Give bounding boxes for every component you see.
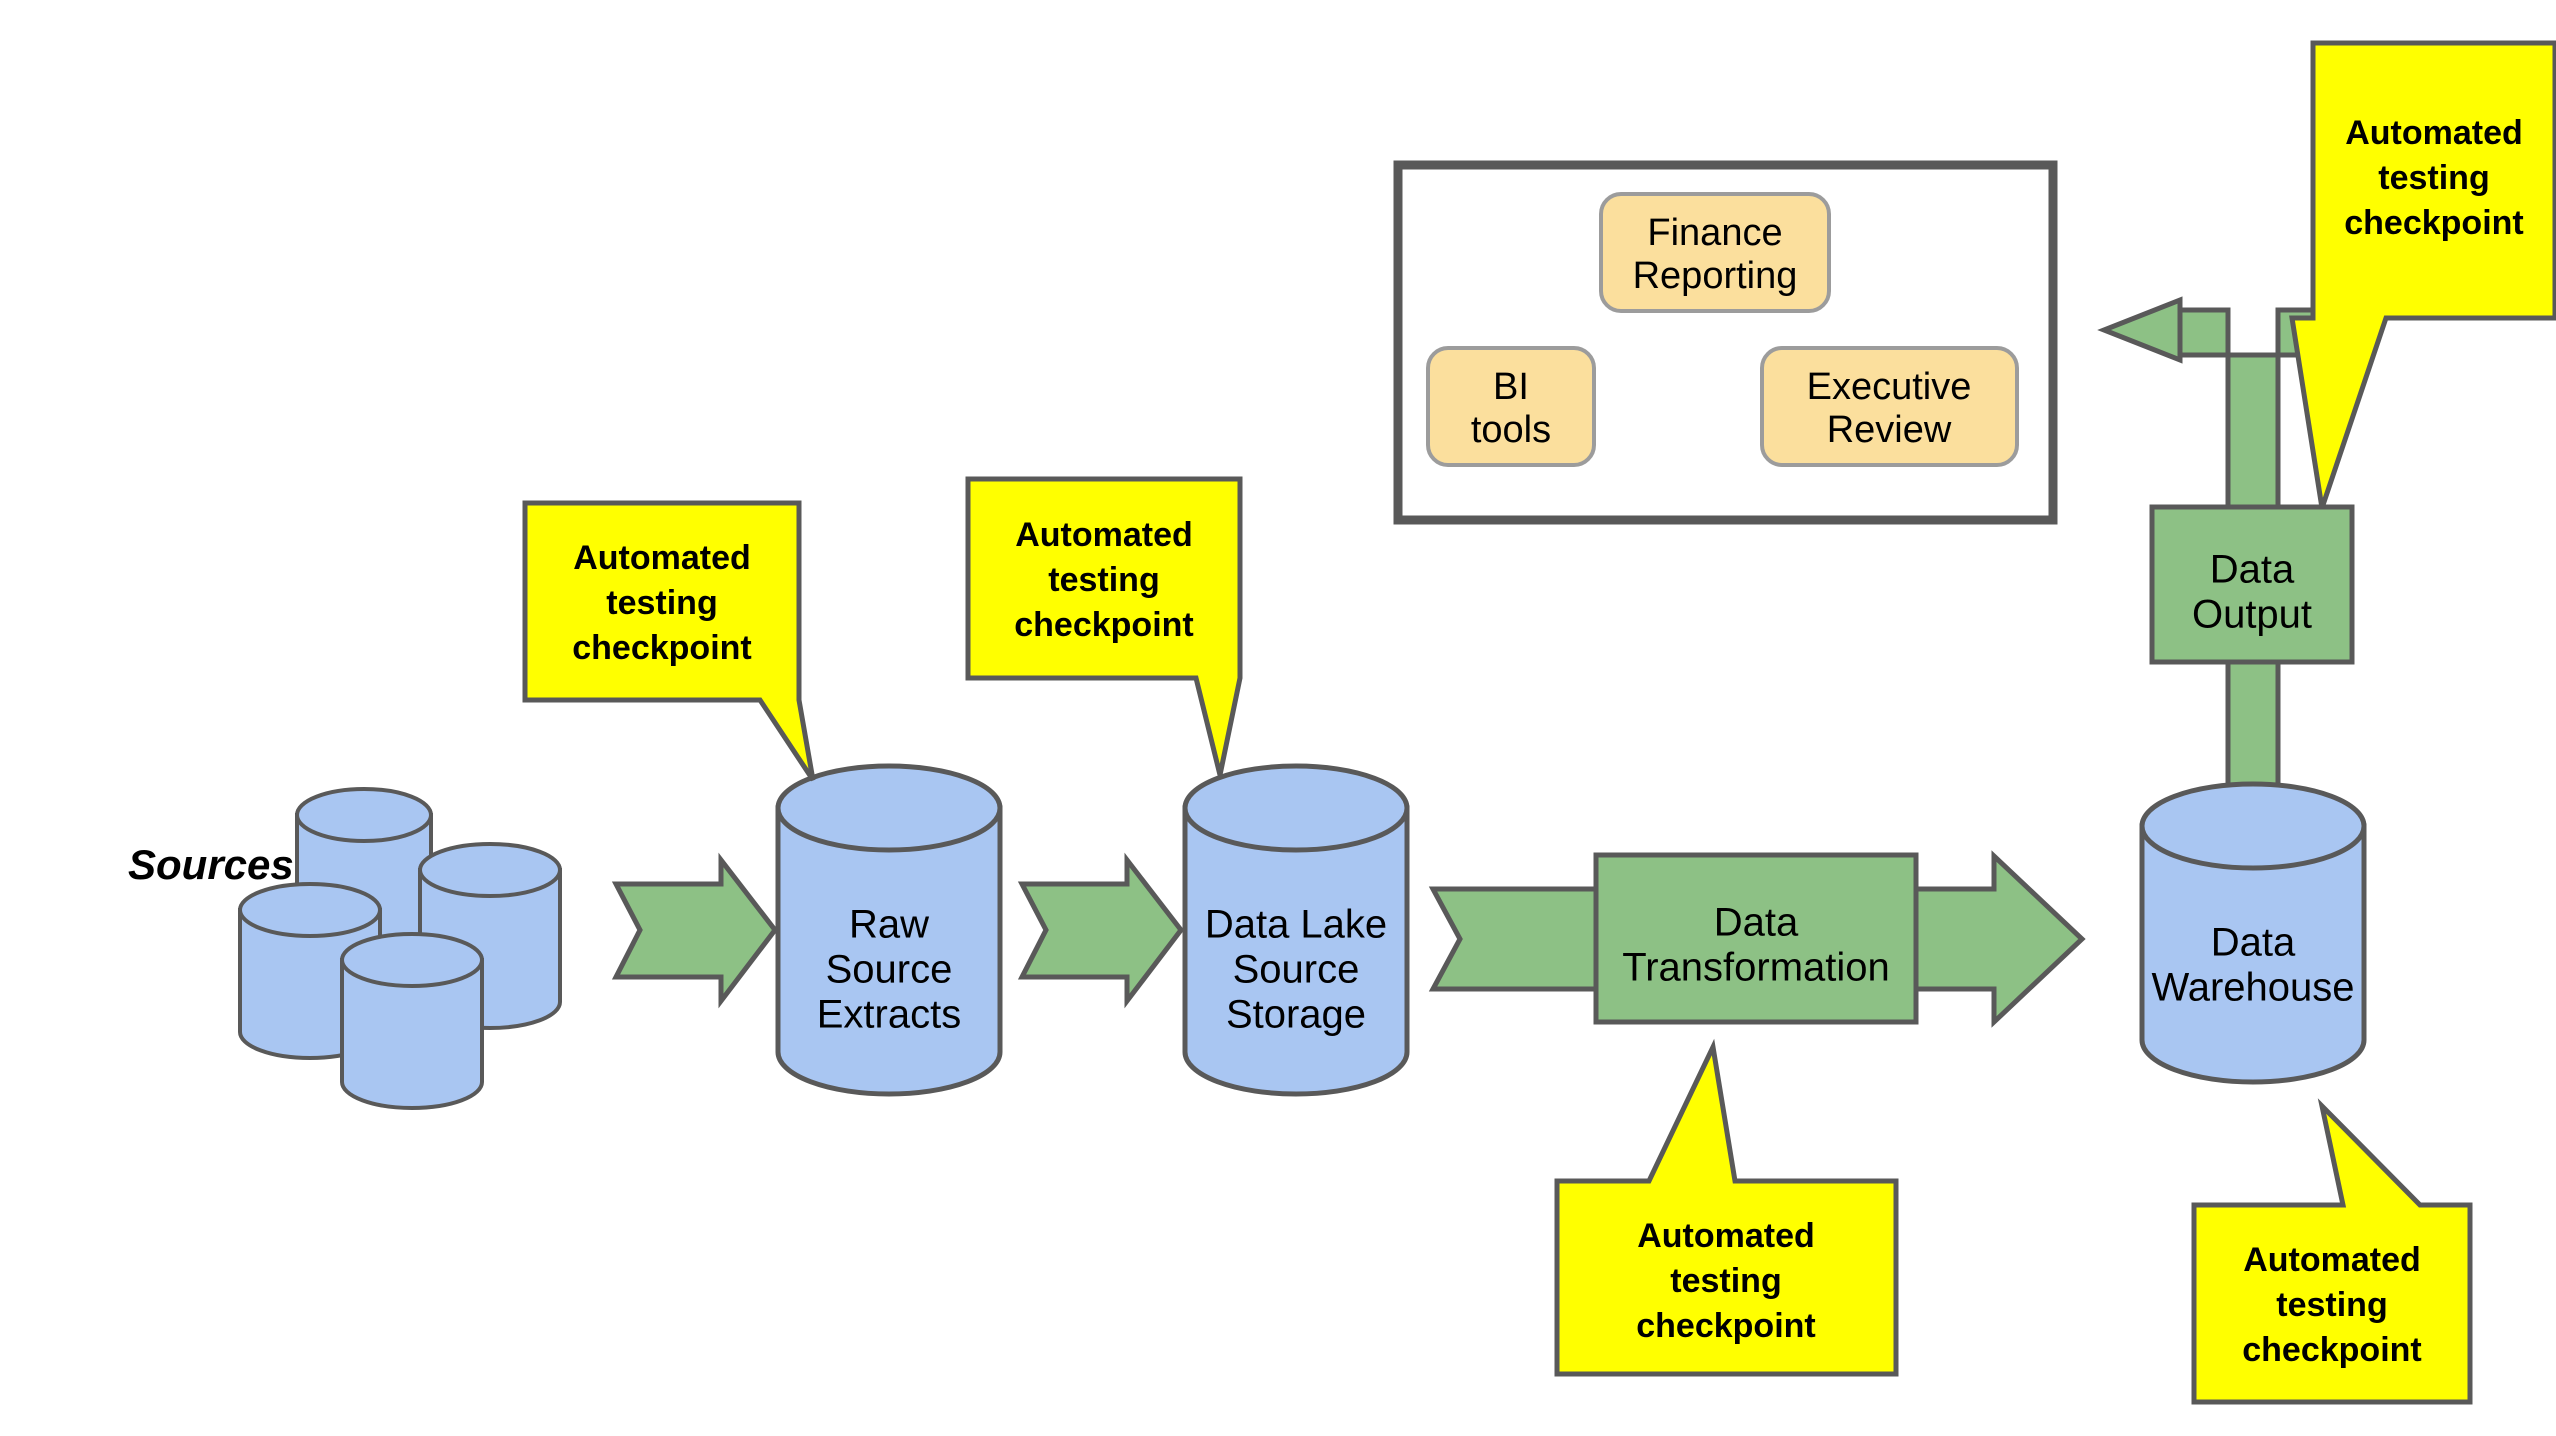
callout-line-3: checkpoint	[2242, 1331, 2421, 1369]
node-raw-source-extracts[interactable]: Raw Source Extracts	[775, 763, 1003, 1097]
consumer-label-line-2: tools	[1471, 409, 1551, 451]
consumer-label-line-1: Executive	[1807, 366, 1972, 408]
node-label-line-2: Source	[1233, 948, 1360, 992]
callout-line-1: Automated	[2243, 1241, 2421, 1279]
flow-raw-to-lake	[1017, 852, 1185, 1009]
node-label-line-2: Warehouse	[2151, 966, 2354, 1010]
node-label-line-2: Output	[2192, 593, 2312, 637]
consumer-finance-reporting[interactable]: Finance Reporting	[1599, 192, 1831, 313]
elbow-arrow-shape	[2097, 296, 2340, 855]
callout-data-transformation: Automated testing checkpoint	[1554, 1038, 1899, 1377]
callout-line-1: Automated	[573, 539, 751, 577]
node-label-line-2: Source	[826, 948, 953, 992]
callout-line-3: checkpoint	[2344, 204, 2523, 242]
consumer-executive-review[interactable]: Executive Review	[1760, 346, 2019, 467]
node-label-line-1: Raw	[849, 903, 929, 947]
callout-line-2: testing	[1670, 1262, 1781, 1300]
callout-line-3: checkpoint	[572, 629, 751, 667]
sources-label: Sources	[128, 841, 294, 888]
callout-data-output: Automated testing checkpoint	[2289, 40, 2556, 509]
node-data-output[interactable]: Data Output	[2149, 504, 2355, 665]
node-data-transformation[interactable]: Data Transformation	[1593, 852, 1919, 1025]
consumer-label-line-2: Reporting	[1633, 255, 1798, 297]
consumer-label-line-1: Finance	[1647, 212, 1782, 254]
callout-line-3: checkpoint	[1636, 1307, 1815, 1345]
callout-line-1: Automated	[1015, 516, 1193, 554]
consumer-bi-tools[interactable]: BI tools	[1426, 346, 1596, 467]
node-data-lake-source-storage[interactable]: Data Lake Source Storage	[1182, 763, 1410, 1097]
callout-data-lake: Automated testing checkpoint	[965, 476, 1243, 776]
node-data-warehouse[interactable]: Data Warehouse	[2139, 781, 2367, 1085]
node-label-line-1: Data	[2210, 548, 2295, 592]
node-label-line-1: Data	[2211, 921, 2296, 965]
callout-line-1: Automated	[1637, 1217, 1815, 1255]
callout-raw-source-extracts: Automated testing checkpoint	[522, 500, 816, 782]
consumers-group: Finance Reporting BI tools Executive Rev…	[1393, 160, 2058, 525]
sources-cluster	[238, 787, 562, 1110]
callout-data-warehouse: Automated testing checkpoint	[2191, 1098, 2473, 1405]
callout-line-2: testing	[606, 584, 717, 622]
callout-line-2: testing	[1048, 561, 1159, 599]
callout-line-2: testing	[2378, 159, 2489, 197]
node-label-line-1: Data	[1714, 901, 1799, 945]
node-label-line-1: Data Lake	[1205, 903, 1387, 947]
consumer-label-line-1: BI	[1493, 366, 1529, 408]
source-cylinder-4	[340, 932, 484, 1110]
consumer-label-line-2: Review	[1827, 409, 1952, 451]
node-label-line-3: Extracts	[817, 993, 961, 1037]
callout-line-1: Automated	[2345, 114, 2523, 152]
flow-sources-to-raw	[611, 852, 779, 1009]
callout-line-3: checkpoint	[1014, 606, 1193, 644]
node-label-line-2: Transformation	[1622, 946, 1890, 990]
node-label-line-3: Storage	[1226, 993, 1366, 1037]
callout-line-2: testing	[2276, 1286, 2387, 1324]
flow-warehouse-to-consumers	[2097, 296, 2340, 855]
